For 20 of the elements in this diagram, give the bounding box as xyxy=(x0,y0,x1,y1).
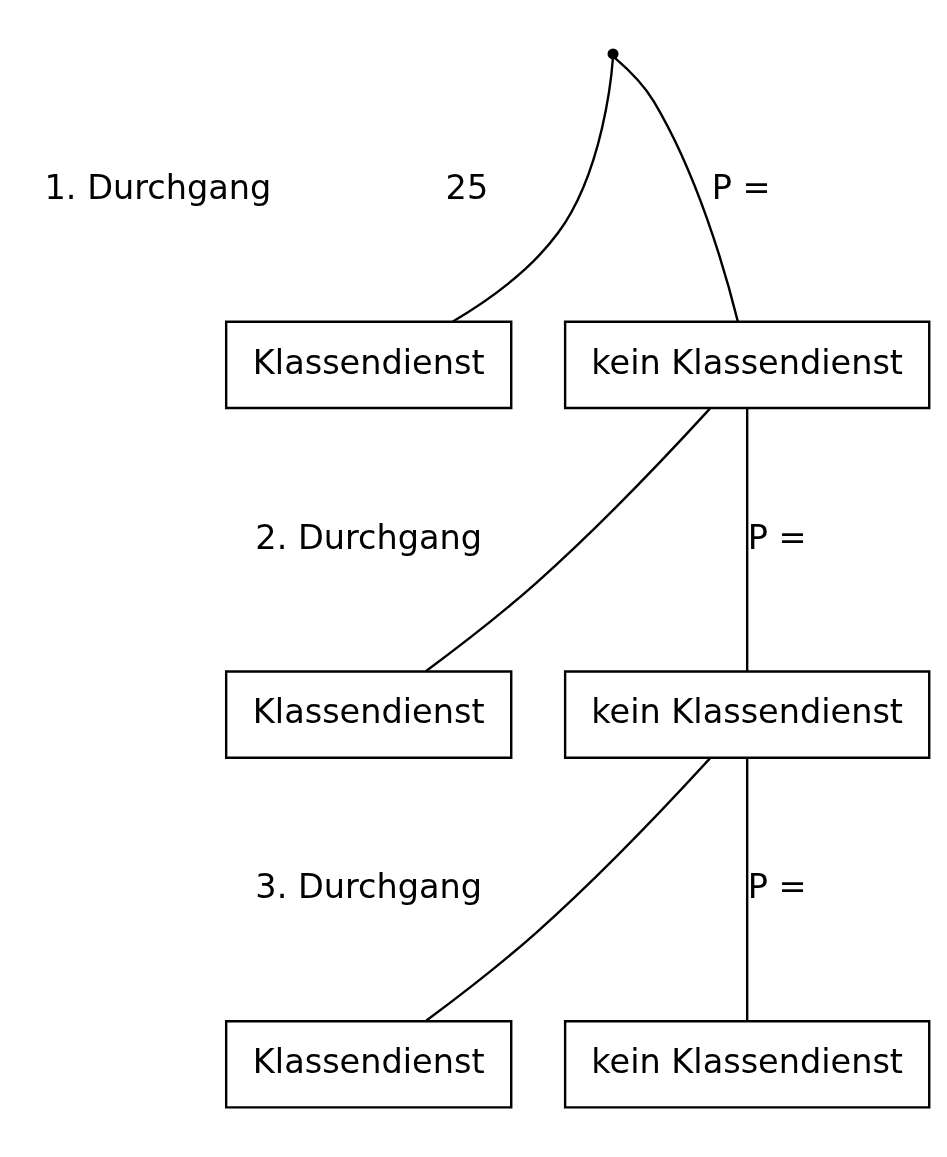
label: 1. Durchgang xyxy=(44,167,272,207)
edge-label: P = xyxy=(711,167,771,207)
node-box: kein Klassendienst xyxy=(563,1019,931,1109)
connector xyxy=(452,58,615,323)
label: 3. Durchgang xyxy=(255,867,483,907)
node-box: kein Klassendienst xyxy=(563,670,931,759)
connector xyxy=(614,56,739,322)
connector xyxy=(425,407,711,672)
node-box: kein Klassendienst xyxy=(563,320,931,410)
edge-label: P = xyxy=(747,517,807,557)
node-box: Klassendienst xyxy=(224,670,513,759)
node-box: Klassendienst xyxy=(224,1019,513,1109)
node-box: Klassendienst xyxy=(224,320,513,410)
edge-label: P = xyxy=(747,867,807,907)
label: 2. Durchgang xyxy=(255,517,483,557)
connector xyxy=(745,757,749,1022)
connector xyxy=(425,757,711,1022)
node-point xyxy=(607,48,619,60)
connector xyxy=(745,408,749,672)
label: 25 xyxy=(445,167,489,207)
